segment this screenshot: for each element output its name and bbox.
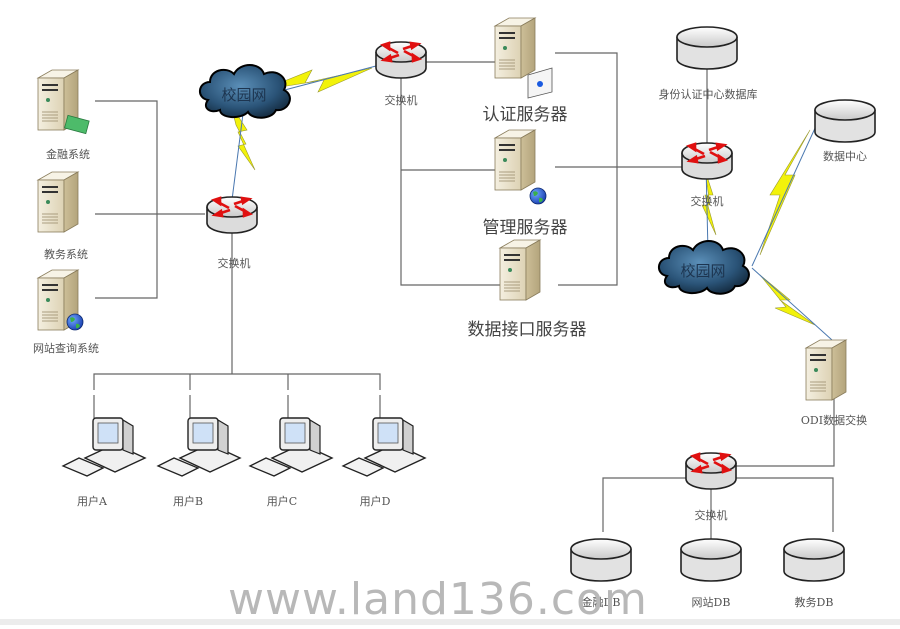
globe-icon [529,187,547,205]
server-finance[interactable] [37,69,90,135]
lightning-link [759,129,811,256]
db-data-center[interactable] [814,99,876,143]
label-switch-right: 交换机 [690,195,724,208]
label-website-db: 网站DB [691,596,731,609]
money-icon [64,114,90,135]
label-switch-bottom: 交换机 [694,509,728,522]
label-odi-exchange: ODI数据交换 [800,414,868,427]
db-academic[interactable] [783,538,845,582]
server-academic[interactable] [37,171,79,233]
label-auth-server: 认证服务器 [482,105,568,125]
label-auth-db: 身份认证中心数据库 [658,88,758,101]
switch-bottom[interactable] [684,451,738,491]
server-auth[interactable] [494,17,553,99]
server-data-interface[interactable] [499,239,541,301]
bottom-border [0,619,900,625]
label-user-d: 用户D [359,495,391,508]
switch-right[interactable] [680,141,734,181]
pc-user-b[interactable] [157,417,241,477]
server-odi[interactable] [805,339,847,401]
label-user-c: 用户C [266,495,298,508]
globe-icon [66,313,84,331]
db-auth-center[interactable] [676,26,738,70]
watermark: www.land136.com [228,574,648,625]
db-website[interactable] [680,538,742,582]
lightning-link [701,169,717,236]
label-academic-db: 教务DB [794,596,834,609]
label-switch-left: 交换机 [217,257,251,270]
card-icon [527,67,553,99]
label-finance-system: 金融系统 [46,148,90,161]
label-cloud-left: 校园网 [221,86,267,104]
label-management-server: 管理服务器 [482,218,568,238]
label-user-a: 用户A [77,495,107,508]
label-data-center: 数据中心 [823,150,867,163]
server-website-query[interactable] [37,269,84,331]
pc-user-c[interactable] [249,417,333,477]
label-switch-top: 交换机 [384,94,418,107]
label-academic-system: 教务系统 [44,248,88,261]
pc-user-d[interactable] [342,417,426,477]
label-user-b: 用户B [172,495,204,508]
pc-user-a[interactable] [62,417,146,477]
lightning-link [230,104,256,171]
switch-left[interactable] [205,195,259,235]
switch-top[interactable] [374,40,428,80]
label-website-query-system: 网站查询系统 [33,342,99,355]
server-management[interactable] [494,129,547,205]
label-cloud-right: 校园网 [680,262,726,280]
label-finance-db: 金融DB [581,596,621,609]
label-data-interface-server: 数据接口服务器 [467,320,587,340]
